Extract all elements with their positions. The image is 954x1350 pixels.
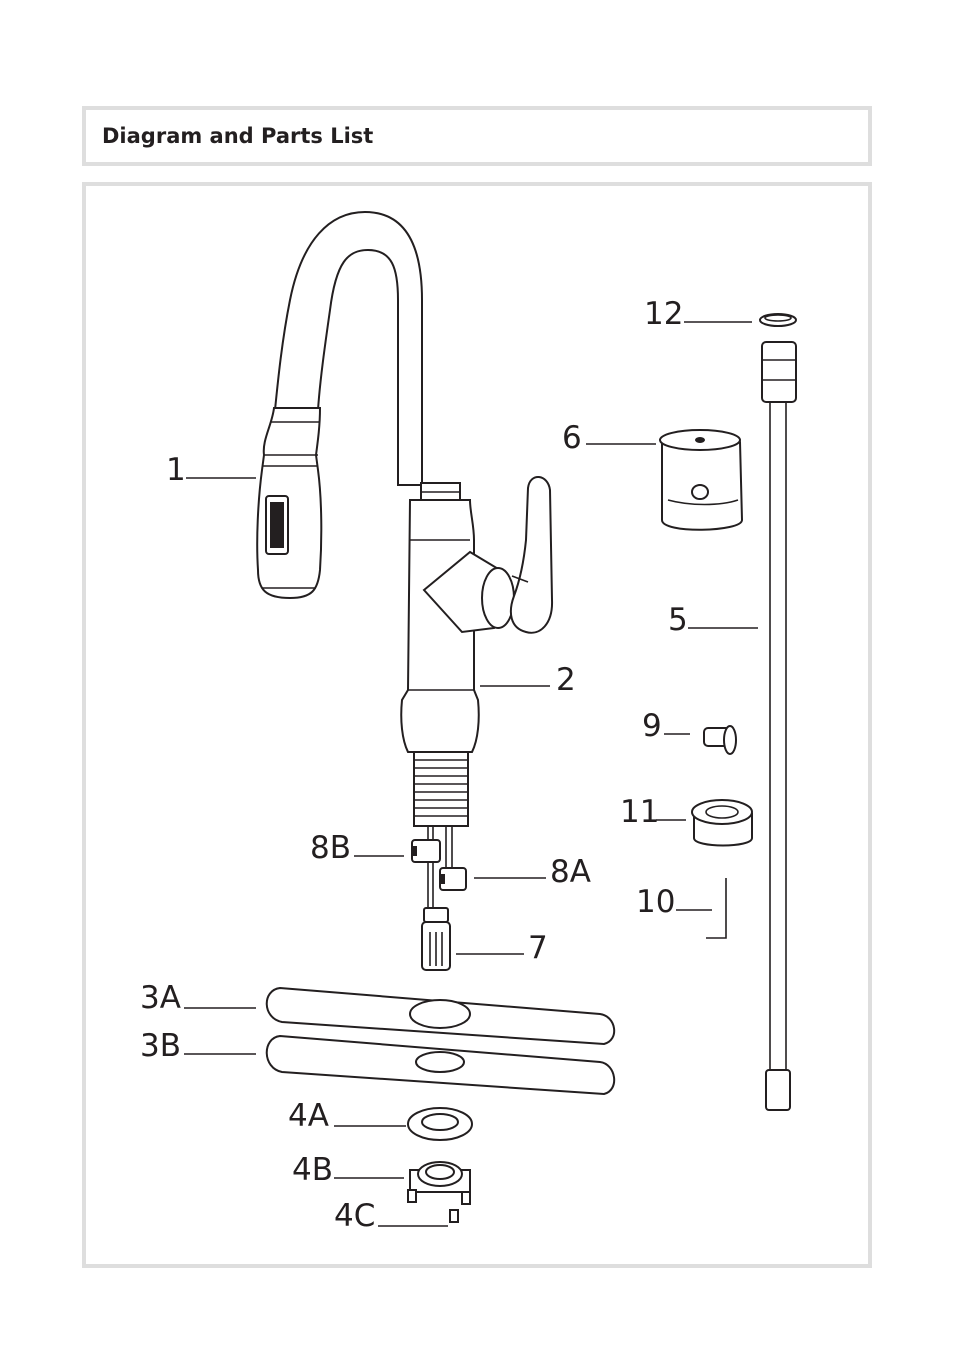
- faucet-body-part: [273, 210, 554, 827]
- part-label-12: 12: [644, 296, 683, 332]
- part-label-4b: 4B: [292, 1152, 333, 1188]
- nut-11-part: [691, 799, 753, 847]
- deck-plate-3b-part: [265, 1034, 615, 1096]
- header-box: Diagram and Parts List: [82, 106, 872, 166]
- leader-lines: [184, 321, 758, 1227]
- o-ring-12-part: [759, 313, 797, 327]
- part-label-7: 7: [528, 930, 548, 966]
- part-label-2: 2: [556, 662, 576, 698]
- bracket-4b-part: [409, 1161, 471, 1193]
- part-label-1: 1: [166, 452, 186, 488]
- cartridge-6-part: [659, 429, 744, 531]
- screws-4c-part: [407, 1189, 471, 1223]
- part-label-3a: 3A: [140, 980, 181, 1016]
- part-label-9: 9: [642, 708, 662, 744]
- part-label-3b: 3B: [140, 1028, 181, 1064]
- part-label-10: 10: [636, 884, 675, 920]
- hex-key-10-part: [706, 878, 727, 939]
- part-label-11: 11: [620, 794, 659, 830]
- part-label-4a: 4A: [288, 1098, 329, 1134]
- part-label-8b: 8B: [310, 830, 351, 866]
- part-label-8a: 8A: [550, 854, 591, 890]
- diagram-frame: [82, 182, 872, 1268]
- spray-head-part: [256, 407, 323, 600]
- supply-lines-part: [411, 826, 467, 971]
- washer-4a-part: [407, 1107, 473, 1141]
- adapter-9-part: [703, 725, 737, 755]
- part-label-4c: 4C: [334, 1198, 375, 1234]
- hose-5-part: [761, 341, 797, 1111]
- part-label-5: 5: [668, 602, 688, 638]
- deck-plate-3a-part: [265, 986, 615, 1046]
- page-title: Diagram and Parts List: [102, 124, 374, 148]
- part-label-6: 6: [562, 420, 582, 456]
